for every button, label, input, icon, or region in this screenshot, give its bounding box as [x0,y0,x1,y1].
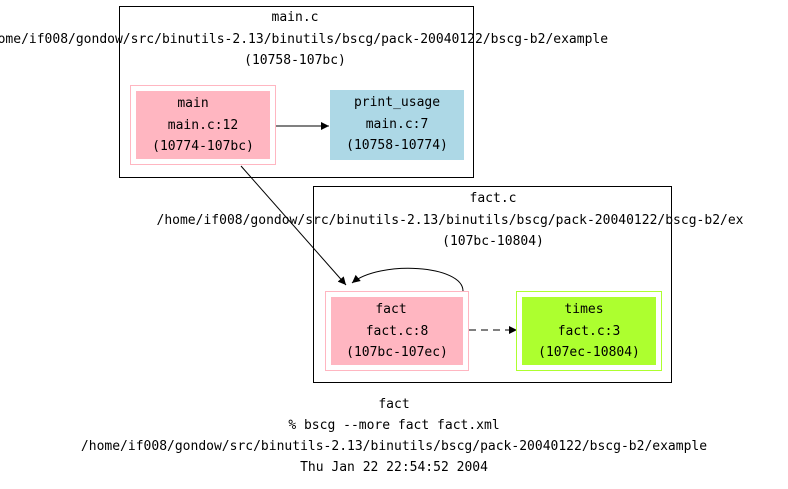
caption-title: fact [378,397,410,412]
node-fact[interactable]: fact fact.c:8 (107bc-107ec) [325,291,469,371]
cluster-main-c-range: (10758-107bc) [244,53,346,68]
node-print-usage[interactable]: print_usage main.c:7 (10758-10774) [330,90,464,160]
cluster-fact-c-range: (107bc-10804) [442,234,544,249]
node-times-location: fact.c:3 [557,324,621,339]
caption-date: Thu Jan 22 22:54:52 2004 [300,460,488,475]
node-print-usage-location: main.c:7 [365,117,429,132]
cluster-fact-c-path: /home/if008/gondow/src/binutils-2.13/bin… [156,213,744,228]
node-main-location: main.c:12 [167,118,239,133]
node-main-name: main [177,96,209,111]
node-main[interactable]: main main.c:12 (10774-107bc) [130,85,276,165]
node-times-name: times [564,302,604,317]
node-print-usage-range: (10758-10774) [346,138,448,153]
node-print-usage-name: print_usage [353,95,441,110]
edge-main-to-fact [240,165,347,286]
node-fact-range: (107bc-107ec) [346,345,448,360]
caption-path: /home/if008/gondow/src/binutils-2.13/bin… [80,439,708,454]
cluster-main-c-path: /home/if008/gondow/src/binutils-2.13/bin… [0,32,609,47]
cluster-main-c-name: main.c [271,10,319,25]
node-main-range: (10774-107bc) [152,139,254,154]
node-fact-location: fact.c:8 [365,324,429,339]
edge-fact-self-loop [351,267,464,292]
node-times[interactable]: times fact.c:3 (107ec-10804) [516,291,662,371]
node-fact-name: fact [375,302,407,317]
caption-command: % bscg --more fact fact.xml [288,418,500,433]
node-times-range: (107ec-10804) [538,345,640,360]
cluster-fact-c-name: fact.c [469,191,517,206]
